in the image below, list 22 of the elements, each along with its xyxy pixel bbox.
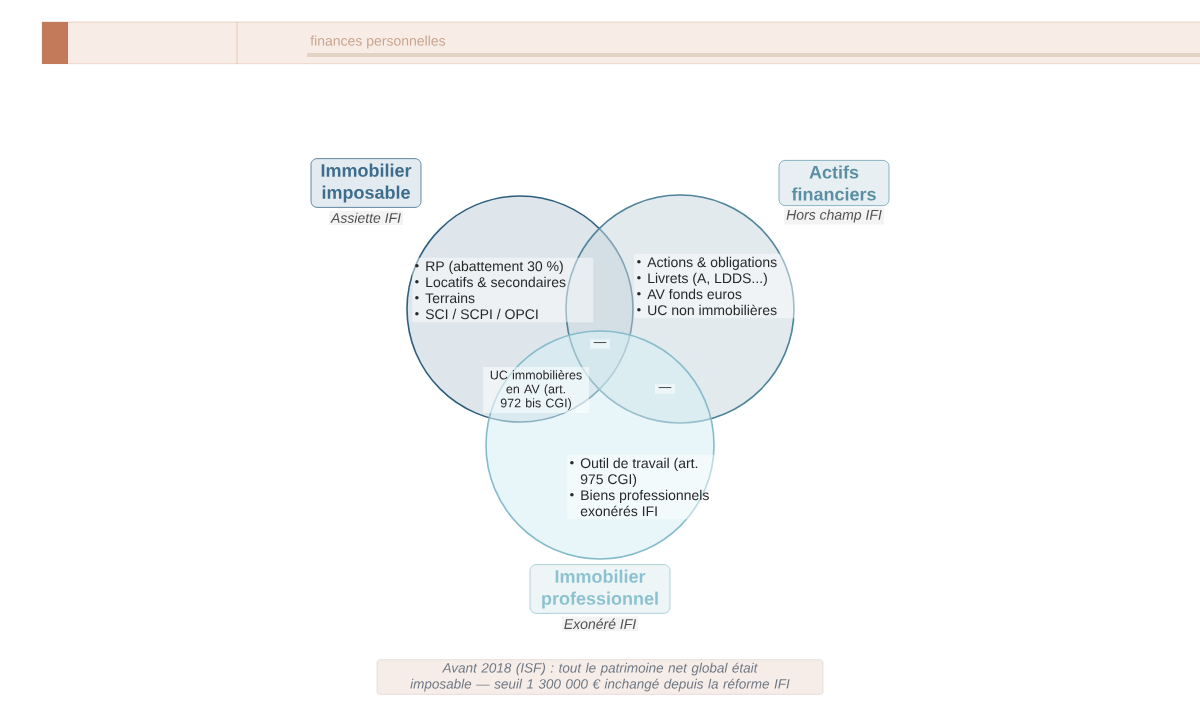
list-item: UC non immobilières [637,304,777,316]
title-box: Immobilier imposable [310,158,422,208]
overlap-label: — [655,384,675,394]
overlap-label: UC immobilières en AV (art. 972 bis CGI) [483,367,589,413]
note-box: Avant 2018 (ISF) : tout le patrimoine net global était imposable — seuil 1 300 000 € inchangé depuis la réforme IFI [376,659,824,695]
venn-circle [485,330,715,560]
list-item: Locatifs & secondaires [415,276,566,288]
list-item: Outil de travail (art. 975 CGI) [570,457,698,487]
list-item: RP (abattement 30 %) [415,260,563,274]
list-item: Livrets (A, LDDS...) [637,272,767,286]
subtitle: Assiette IFI [329,210,403,225]
list-item: AV fonds euros [637,288,742,300]
list-item: Actions & obligations [637,256,777,270]
overlap-label: — [590,339,610,349]
title-box: Actifs financiers [778,160,890,206]
header-tagline: finances personnelles [310,35,446,49]
list-item: Biens professionnels exonérés IFI [570,489,709,517]
title-box: Immobilier professionnel [529,564,671,614]
subtitle: Exonéré IFI [561,616,639,631]
subtitle: Hors champ IFI [784,207,884,225]
list-item: Terrains [415,292,475,304]
list-item: SCI / SCPI / OPCI [415,308,538,320]
